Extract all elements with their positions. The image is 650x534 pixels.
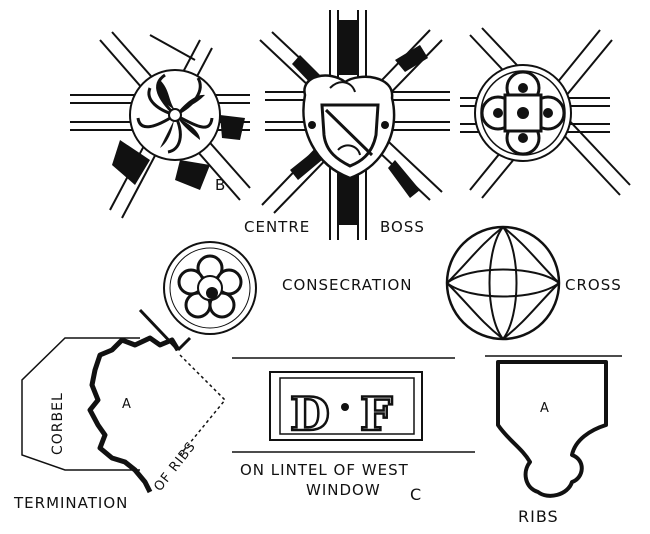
termination-label: TERMINATION (13, 494, 128, 512)
lintel-c-letter: C (410, 485, 422, 504)
lintel-caption-line1: ON LINTEL OF WEST (240, 461, 409, 479)
quatrefoil-boss-drawing (460, 27, 631, 199)
lintel-caption-line2: WINDOW (306, 481, 381, 499)
centre-label: CENTRE (244, 218, 310, 236)
corbel-a-letter: A (122, 397, 132, 412)
lintel-panel: D F (269, 371, 423, 442)
ribs-a-letter: A (540, 401, 550, 416)
lintel-letter-d: D (290, 387, 330, 441)
consecration-cross-drawing (445, 225, 561, 341)
ribs-profile-drawing (496, 360, 608, 498)
of-ribs-label: OF RIBS (151, 439, 199, 494)
rose-boss-drawing (163, 241, 257, 335)
ribs-label: RIBS (518, 507, 559, 526)
lintel-dot-icon (341, 403, 349, 411)
cross-label: CROSS (565, 276, 622, 294)
centre-boss-drawing (259, 10, 450, 240)
boss-b-drawing (70, 31, 251, 219)
corbel-drawing (21, 308, 227, 494)
boss-label: BOSS (380, 218, 425, 236)
boss-b-letter: B (215, 176, 226, 194)
lintel-letter-f: F (360, 387, 393, 441)
corbel-label: CORBEL (50, 392, 66, 455)
consecration-label: CONSECRATION (282, 276, 413, 294)
